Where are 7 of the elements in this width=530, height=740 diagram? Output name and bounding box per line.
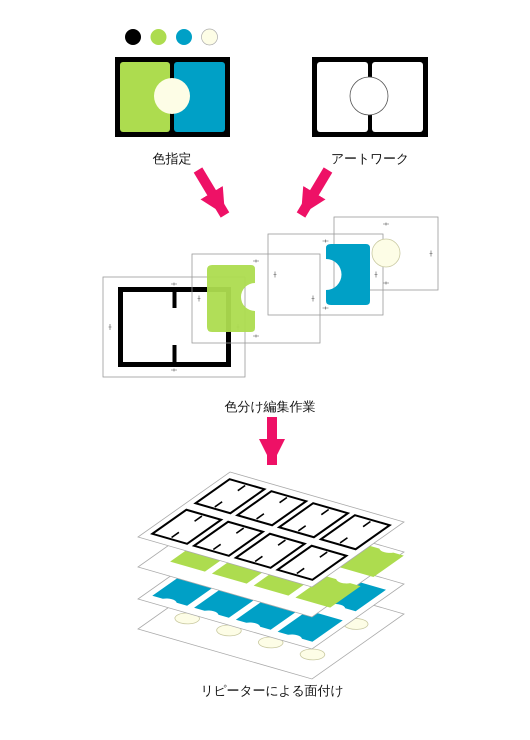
arrow <box>194 167 230 218</box>
node-label: アートワーク <box>331 152 409 168</box>
node-label: リピーターによる面付け <box>200 684 344 700</box>
arrow <box>296 167 332 218</box>
node-label: 色指定 <box>152 152 192 168</box>
node-label: 色分け編集作業 <box>224 400 316 416</box>
arrow <box>259 417 285 465</box>
